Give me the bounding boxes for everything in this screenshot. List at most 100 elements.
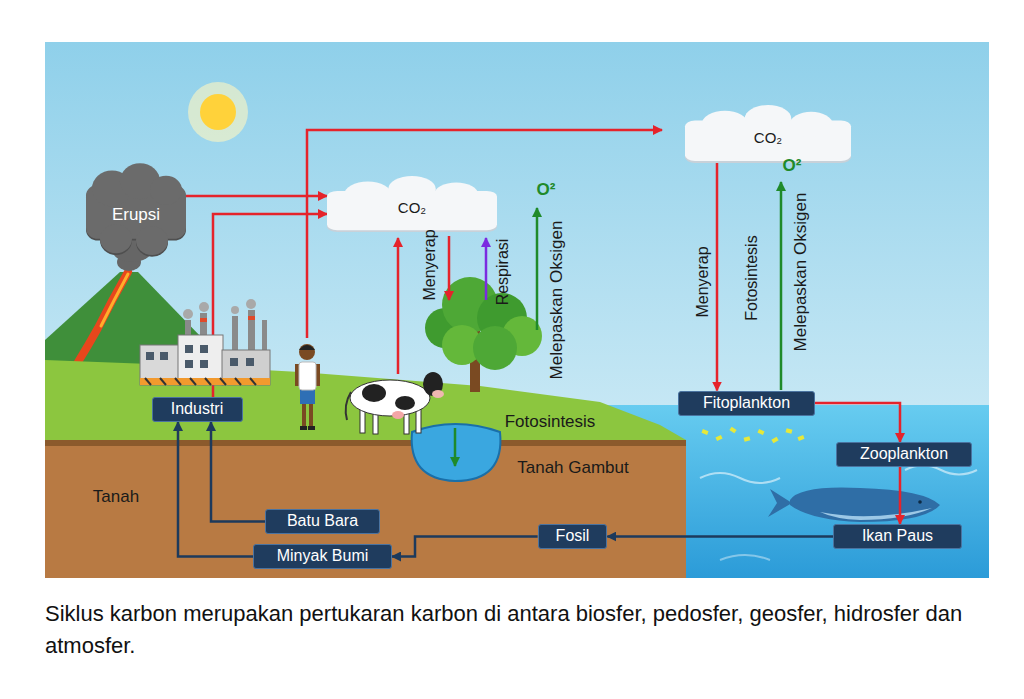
process-arrows	[448, 236, 451, 300]
person-illustration	[299, 344, 315, 360]
resource-box: Minyak Bumi	[253, 544, 392, 569]
factory-illustration	[200, 360, 208, 368]
node-text: Batu Bara	[287, 512, 358, 530]
whale-illustration	[768, 488, 940, 523]
process-arrows	[536, 208, 539, 330]
co2-cloud-outline	[434, 183, 478, 207]
node-text: Industri	[171, 400, 223, 418]
organism-box: Fitoplankton	[678, 391, 815, 416]
factory-illustration	[246, 358, 254, 366]
process-label: Melepaskan Oksigen	[547, 221, 567, 380]
factory-illustration	[183, 309, 193, 319]
flow-arrow	[178, 422, 253, 557]
factory-illustration	[262, 320, 267, 352]
factory-illustration	[199, 302, 209, 312]
soil-ground	[45, 440, 686, 578]
flow-arrow	[815, 403, 900, 442]
person-illustration	[309, 402, 313, 426]
factory-illustration	[146, 352, 154, 360]
factory-illustration	[140, 299, 270, 385]
peat-pond	[412, 424, 501, 481]
factory-illustration	[246, 299, 256, 309]
eruption-smoke-outline	[100, 224, 132, 253]
cow-illustration	[392, 411, 404, 419]
factory-illustration	[231, 306, 239, 314]
co2-cloud-outline	[344, 182, 392, 208]
peat-pond	[412, 424, 501, 481]
whale-illustration	[820, 508, 932, 520]
co2-cloud-outline	[685, 105, 851, 161]
area-label: O²	[537, 180, 556, 200]
person-illustration	[299, 362, 316, 390]
factory-illustration	[230, 358, 238, 366]
phytoplankton-dots	[757, 429, 764, 435]
node-text: Ikan Paus	[862, 527, 933, 545]
flow-arrow	[213, 214, 327, 397]
area-label: Tanah	[93, 487, 139, 507]
phytoplankton-dots	[797, 435, 804, 441]
factory-illustration	[232, 316, 238, 352]
person-illustration	[295, 364, 299, 386]
process-arrows	[485, 238, 488, 300]
flow-arrow	[211, 422, 265, 522]
node-text: Fitoplankton	[703, 394, 790, 412]
node-text: Minyak Bumi	[277, 547, 369, 565]
sun-symbol	[188, 82, 248, 142]
node-text: CO₂	[398, 199, 426, 216]
factory-illustration	[185, 360, 193, 368]
factory-illustration	[145, 378, 256, 385]
factory-illustration	[200, 345, 208, 353]
phytoplankton-dots	[786, 428, 793, 433]
eruption-smoke-outline	[86, 163, 186, 255]
cow-illustration	[346, 372, 444, 434]
area-label: Tanah Gambut	[517, 458, 629, 478]
soil-ground	[45, 440, 686, 446]
process-label: Menyerap	[694, 246, 712, 317]
source-box: Industri	[152, 397, 243, 422]
process-arrows	[307, 130, 662, 338]
cow-illustration	[350, 380, 430, 416]
flow-arrow	[899, 467, 902, 524]
phytoplankton-dots	[701, 429, 708, 435]
sea-area	[700, 473, 780, 483]
node-text: Erupsi	[112, 205, 160, 225]
cow-illustration	[432, 390, 444, 398]
whale-illustration	[790, 488, 940, 523]
tree-illustration	[473, 326, 517, 370]
volcano-illustration	[78, 272, 128, 362]
factory-illustration	[140, 378, 270, 385]
factory-illustration	[200, 313, 207, 338]
person-illustration	[295, 344, 320, 430]
area-label: Fotosintesis	[505, 412, 596, 432]
volcano-illustration	[101, 274, 128, 326]
phytoplankton-dots	[744, 436, 751, 441]
sea-area	[720, 555, 770, 560]
whale-illustration	[918, 500, 922, 504]
flow-arrow	[186, 195, 327, 198]
co2-cloud-outline	[388, 176, 436, 202]
factory-illustration	[200, 318, 207, 322]
flow-arrow	[716, 163, 719, 391]
person-illustration	[300, 426, 307, 430]
figure-caption: Siklus karbon merupakan pertukaran karbo…	[45, 598, 975, 662]
cow-illustration	[395, 396, 415, 410]
person-illustration	[302, 402, 306, 426]
flow-arrow	[607, 535, 833, 538]
co2-cloud-outline	[327, 176, 497, 230]
cow-illustration	[362, 384, 386, 402]
sky-ground	[45, 42, 989, 578]
area-label: O²	[783, 156, 802, 176]
process-label: Melepaskan Oksigen	[791, 193, 811, 352]
phytoplankton-dots	[771, 437, 778, 443]
sun-symbol	[200, 94, 236, 130]
process-arrows	[780, 182, 783, 390]
process-label: Respirasi	[494, 239, 512, 306]
flow-arrow	[392, 537, 538, 557]
node-text: Fosil	[556, 527, 590, 545]
process-arrows	[307, 130, 781, 390]
organism-box: Ikan Paus	[833, 524, 962, 549]
co2-cloud: CO₂	[327, 176, 497, 232]
phytoplankton-dots	[715, 435, 722, 441]
co2-cloud: CO₂	[685, 105, 851, 163]
process-label: Menyerap	[421, 229, 439, 300]
